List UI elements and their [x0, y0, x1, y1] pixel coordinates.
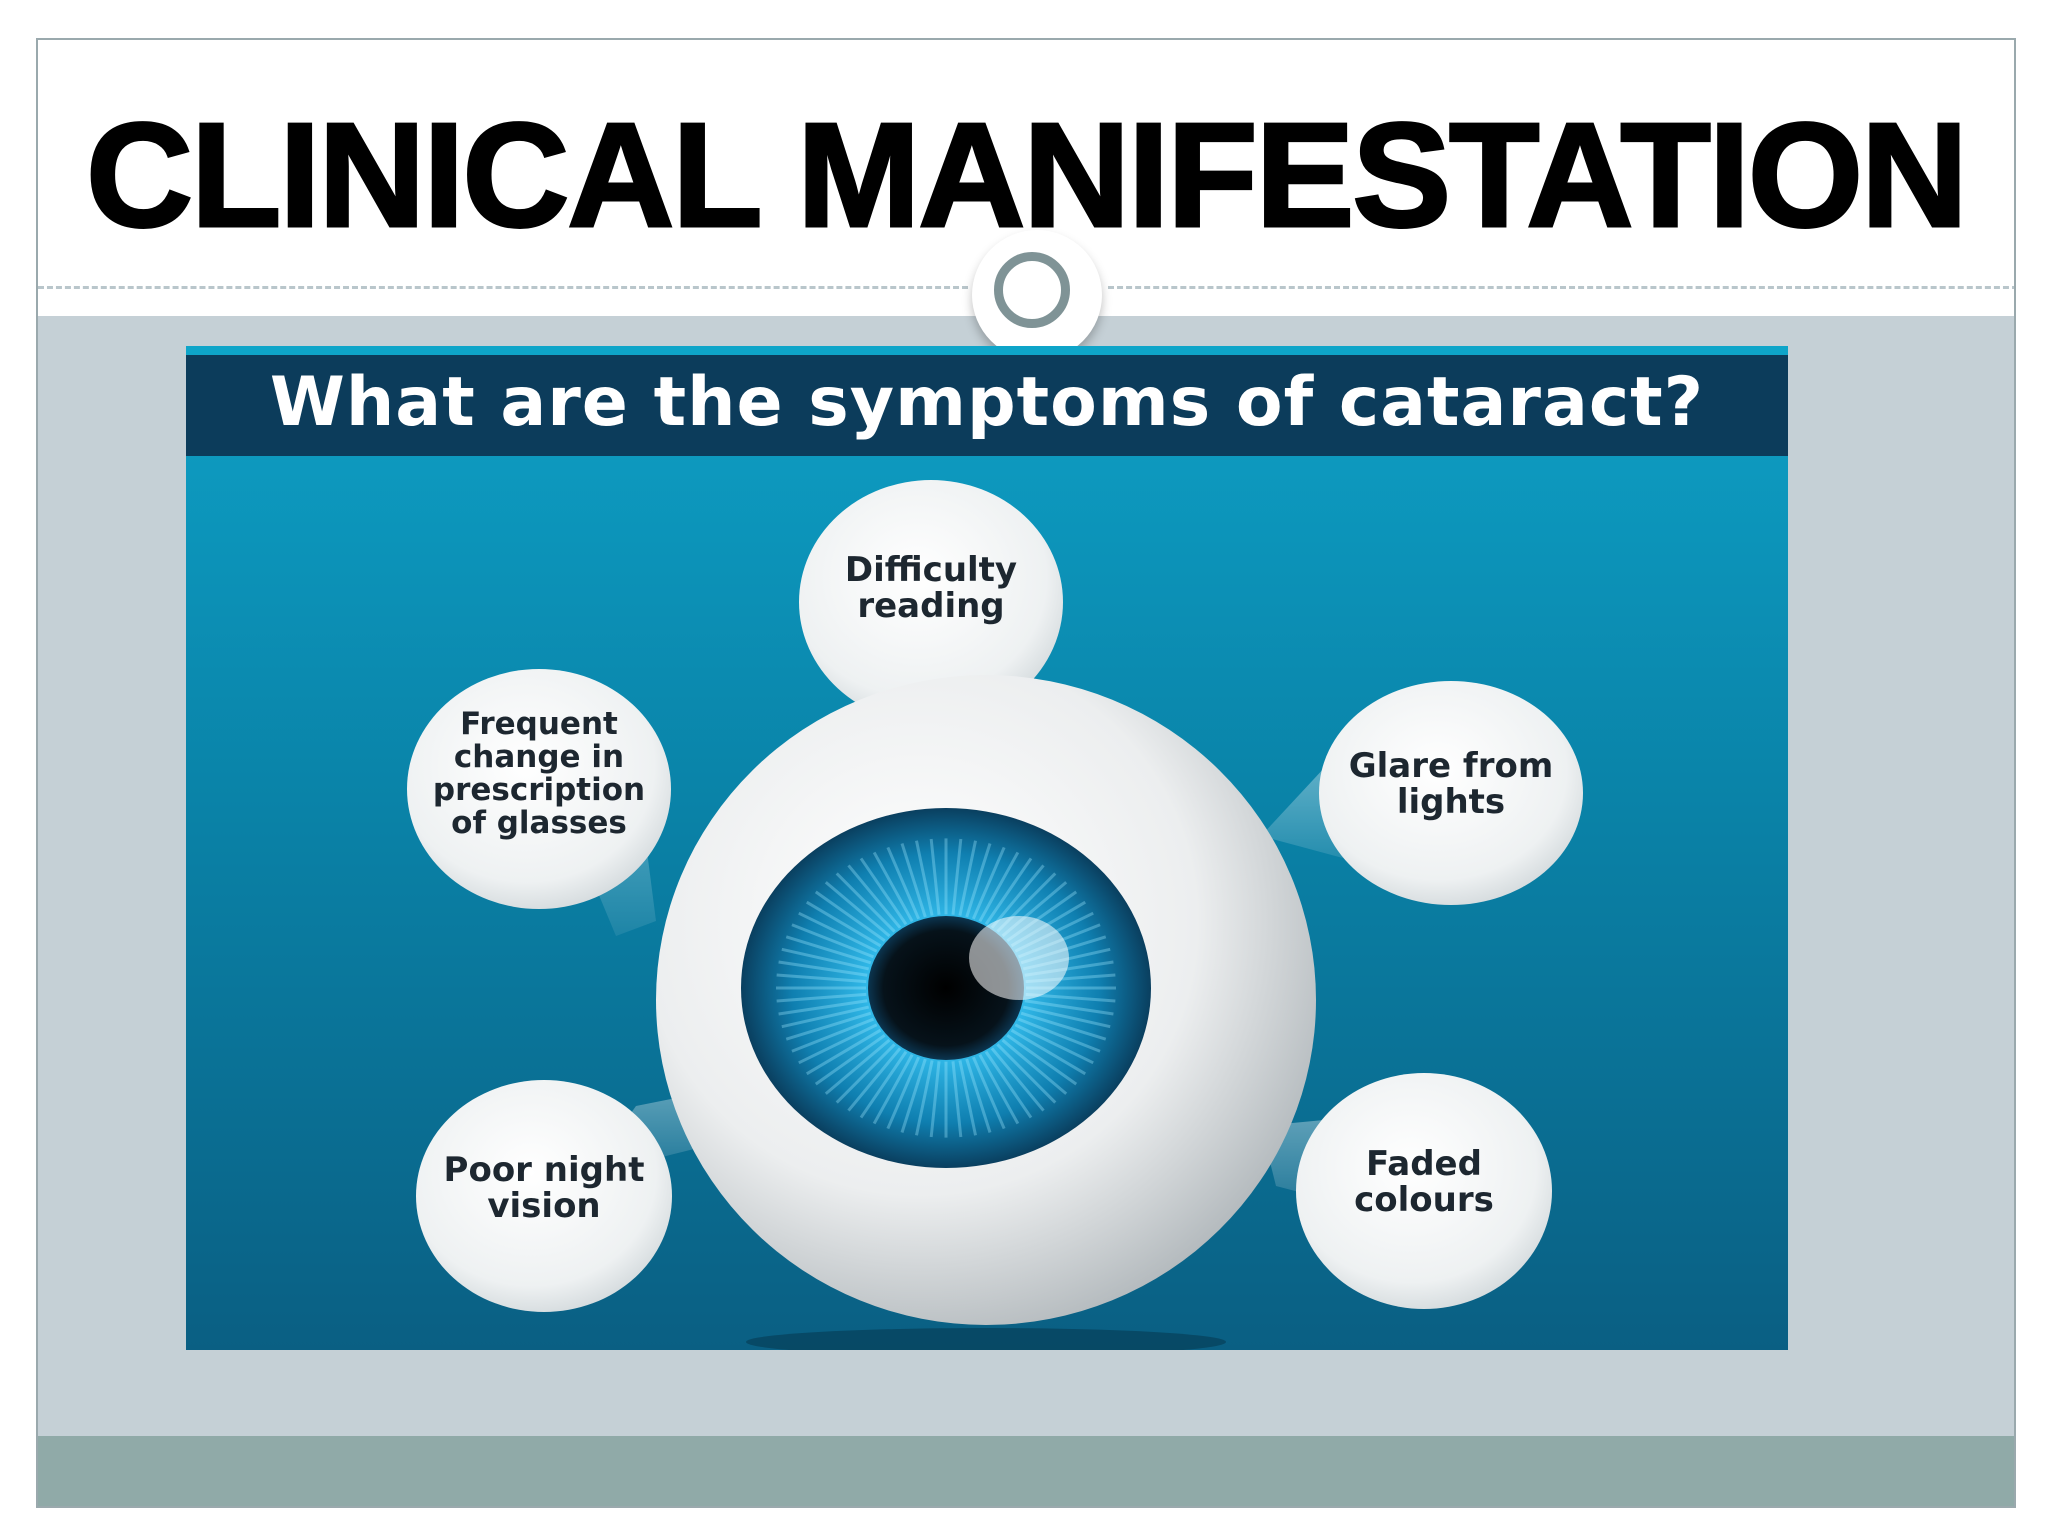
eye-illustration — [407, 480, 1583, 1350]
page-title: CLINICAL MANIFESTATION — [85, 93, 1970, 258]
bubble-poor-night-vision — [416, 1080, 672, 1312]
symptom-label-faded-colours: Faded colours — [1354, 1144, 1494, 1221]
bottom-strip — [38, 1436, 2014, 1506]
iris-highlight — [969, 916, 1069, 1000]
eyeball-shadow — [746, 1328, 1226, 1350]
divider-right — [1108, 286, 2014, 289]
symptoms-infographic: What are the symptoms of cataract? Diffi… — [186, 346, 1788, 1350]
infographic-title: What are the symptoms of cataract? — [269, 363, 1705, 442]
iris-fibers — [776, 838, 1116, 1138]
symptom-label-poor-night-vision: Poor night vision — [443, 1150, 645, 1227]
bubble-difficulty-reading — [799, 480, 1063, 724]
symptom-label-difficulty-reading: Difficulty reading — [844, 550, 1018, 627]
bubble-frequent-change — [407, 669, 671, 909]
bubble-glare — [1319, 681, 1583, 905]
infographic-header: What are the symptoms of cataract? — [186, 346, 1788, 456]
symptom-label-glare: Glare from lights — [1348, 746, 1554, 823]
ring-ornament-icon — [972, 230, 1102, 360]
bubble-faded-colours — [1296, 1073, 1552, 1309]
divider-left — [38, 286, 968, 289]
symptom-label-frequent-change: Frequent change in prescription of glass… — [432, 706, 646, 841]
